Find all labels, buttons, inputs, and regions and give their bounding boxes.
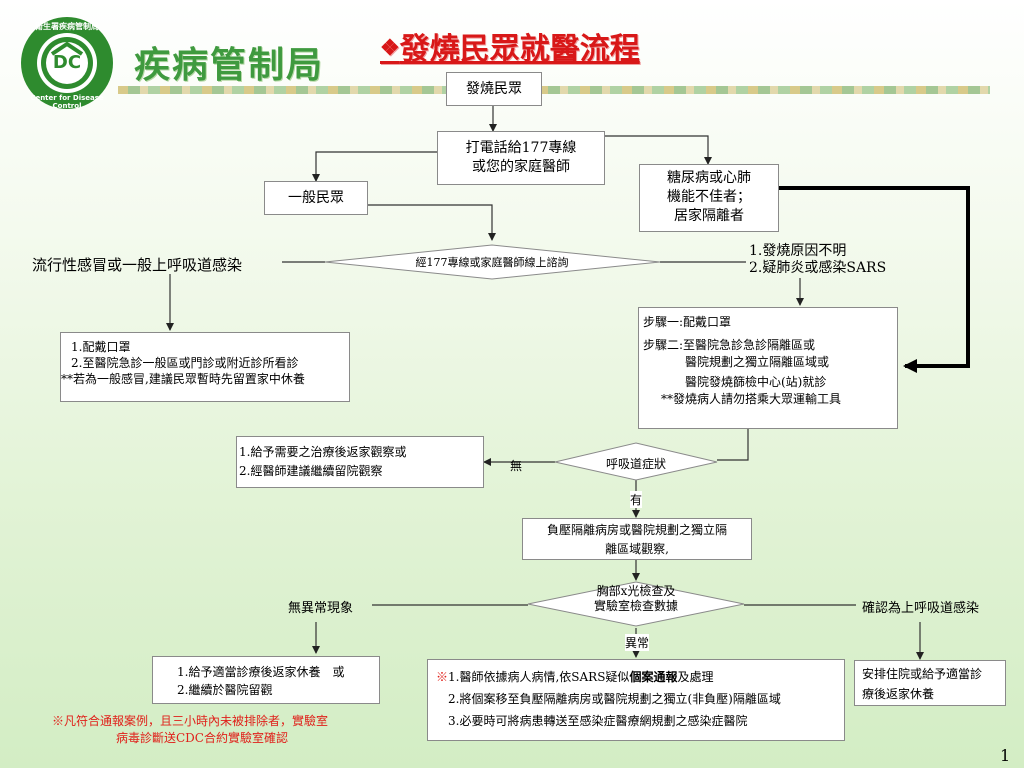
mask-line-3: **若為一般感冒,建議民眾暫時先留置家中休養 (61, 372, 305, 386)
abnormal-line-2: 2.將個案移至負壓隔離病房或醫院規劃之獨立(非負壓)隔離區域 (448, 692, 781, 706)
mask-line-1: 1.配戴口罩 (71, 340, 131, 354)
no-symptom-node: 1.給予需要之治療後返家觀察或 2.經醫師建議繼續留院觀察 (236, 436, 484, 488)
steps-line-2: 步驟二:至醫院急診急診隔離區或 (643, 338, 816, 352)
cause-label: 1.發燒原因不明 2.疑肺炎或感染SARS (749, 243, 886, 277)
no-symptom-line-1: 1.給予需要之治療後返家觀察或 (239, 445, 407, 459)
xray-decision-label: 胸部x光檢查及 實驗室檢查數據 (576, 584, 696, 614)
page-number: 1 (1000, 746, 1011, 765)
isolation-node: 負壓隔離病房或醫院規劃之獨立隔 離區域觀察, (522, 518, 752, 560)
upper-resp-line-1: 安排住院或給予適當診 (862, 667, 983, 681)
upper-resp-line-2: 療後返家休養 (862, 687, 935, 701)
abnormal-node: ※1.醫師依據病人病情,依SARS疑似個案通報及處理 2.將個案移至負壓隔離病房… (427, 659, 845, 741)
steps-line-1: 步驟一:配戴口罩 (643, 315, 732, 329)
no-symptom-line-2: 2.經醫師建議繼續留院觀察 (239, 464, 383, 478)
abnormal-line-1-c: 及處理 (677, 670, 714, 684)
start-label: 發燒民眾 (466, 81, 522, 97)
cause-line-1: 1.發燒原因不明 (749, 243, 847, 259)
respiratory-decision-label: 呼吸道症狀 (605, 457, 666, 471)
xray-line-1: 胸部x光檢查及 (596, 584, 676, 598)
abnormal-line-1-a: 1.醫師依據病人病情,依SARS疑似 (448, 670, 630, 684)
abnormal-mark: ※ (436, 670, 449, 684)
steps-line-3: 醫院規劃之獨立隔離區域或 (685, 355, 830, 369)
xray-line-2: 實驗室檢查數據 (593, 599, 678, 613)
abnormal-line-1-b: 個案通報 (629, 670, 678, 684)
isolation-line-1: 負壓隔離病房或醫院規劃之獨立隔 (546, 523, 727, 537)
yes-label: 有 (630, 491, 643, 508)
call-line-1: 打電話給177專線 (465, 140, 577, 156)
footnote-line-2: 病毒診斷送CDC合約實驗室確認 (116, 731, 288, 745)
high-risk-line-3: 居家隔離者 (674, 208, 744, 224)
steps-line-5: **發燒病人請勿搭乘大眾運輸工具 (661, 392, 842, 406)
mask-node: 1.配戴口罩 2.至醫院急診一般區或門診或附近診所看診 **若為一般感冒,建議民… (60, 332, 350, 402)
normal-line-1: 1.給予適當診療後返家休養 或 (177, 665, 345, 679)
high-risk-line-2: 機能不佳者； (667, 189, 751, 205)
upper-resp-label: 確認為上呼吸道感染 (862, 601, 980, 616)
footnote-line-1: ※凡符合通報案例，且三小時內未被排除者，實驗室 (52, 714, 329, 728)
logo-center-text: DC (52, 52, 82, 73)
cdc-logo: DC 衛生署疾病管制局 Center for Disease Control (18, 14, 116, 112)
no-label: 無 (510, 459, 523, 473)
title-text: 發燒民眾就醫流程 (399, 32, 640, 67)
logo-ring-text: Center for Disease Control (30, 94, 104, 110)
isolation-line-2: 離區域觀察, (605, 542, 669, 556)
logo-top-text: 衛生署疾病管制局 (35, 22, 99, 31)
steps-node: 步驟一:配戴口罩 步驟二:至醫院急診急診隔離區或 醫院規劃之獨立隔離區域或 醫院… (638, 307, 898, 429)
mask-line-2: 2.至醫院急診一般區或門診或附近診所看診 (71, 356, 299, 370)
page-title: ❖發燒民眾就醫流程 (380, 24, 640, 68)
call-node: 打電話給177專線 或您的家庭醫師 (437, 131, 605, 185)
high-risk-line-1: 糖尿病或心肺 (667, 170, 751, 186)
consult-decision-label: 經177專線或家庭醫師線上諮詢 (415, 256, 569, 269)
title-bullet-icon: ❖ (380, 35, 400, 61)
steps-line-4: 醫院發燒篩檢中心(站)就診 (685, 375, 827, 389)
high-risk-node: 糖尿病或心肺 機能不佳者； 居家隔離者 (639, 164, 779, 232)
general-public-label: 一般民眾 (288, 190, 344, 206)
start-node: 發燒民眾 (446, 72, 542, 106)
upper-resp-node: 安排住院或給予適當診 療後返家休養 (854, 660, 1006, 706)
flu-label: 流行性感冒或一般上呼吸道感染 (32, 256, 243, 274)
footnote: ※凡符合通報案例，且三小時內未被排除者，實驗室 病毒診斷送CDC合約實驗室確認 (52, 713, 328, 747)
normal-label: 無異常現象 (288, 601, 354, 616)
header-decorative-band (118, 86, 990, 94)
normal-node: 1.給予適當診療後返家休養 或 2.繼續於醫院留觀 (152, 656, 380, 704)
normal-line-2: 2.繼續於醫院留觀 (177, 683, 273, 697)
abnormal-line-3: 3.必要時可將病患轉送至感染症醫療網規劃之感染症醫院 (448, 714, 748, 728)
abnormal-line-1: ※1.醫師依據病人病情,依SARS疑似個案通報及處理 (436, 666, 844, 688)
general-public-node: 一般民眾 (264, 181, 368, 215)
call-line-2: 或您的家庭醫師 (472, 159, 570, 175)
abnormal-label: 異常 (625, 634, 650, 651)
cause-line-2: 2.疑肺炎或感染SARS (749, 260, 887, 276)
org-name: 疾病管制局 (134, 45, 325, 86)
